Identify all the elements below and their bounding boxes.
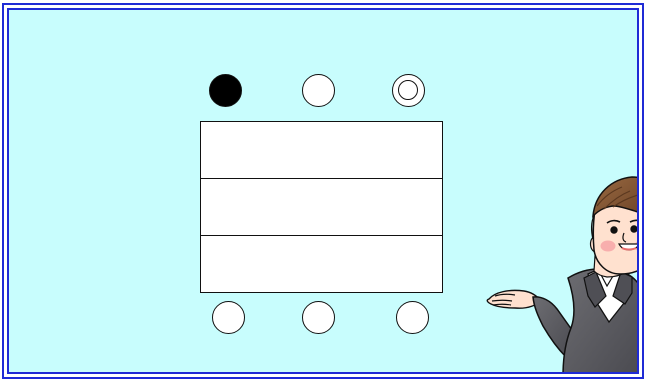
top-seat-2-empty bbox=[302, 74, 335, 107]
top-seat-3-double-ring bbox=[392, 74, 425, 107]
bottom-seat-3-empty bbox=[396, 301, 429, 334]
meeting-table bbox=[200, 121, 443, 293]
seating-panel bbox=[7, 8, 639, 374]
bottom-seat-2-empty bbox=[302, 301, 335, 334]
presenter-icon bbox=[475, 160, 639, 374]
table-divider-2 bbox=[201, 235, 442, 236]
bottom-seat-1-empty bbox=[212, 301, 245, 334]
table-divider-1 bbox=[201, 178, 442, 179]
top-seat-1-filled bbox=[209, 74, 242, 107]
